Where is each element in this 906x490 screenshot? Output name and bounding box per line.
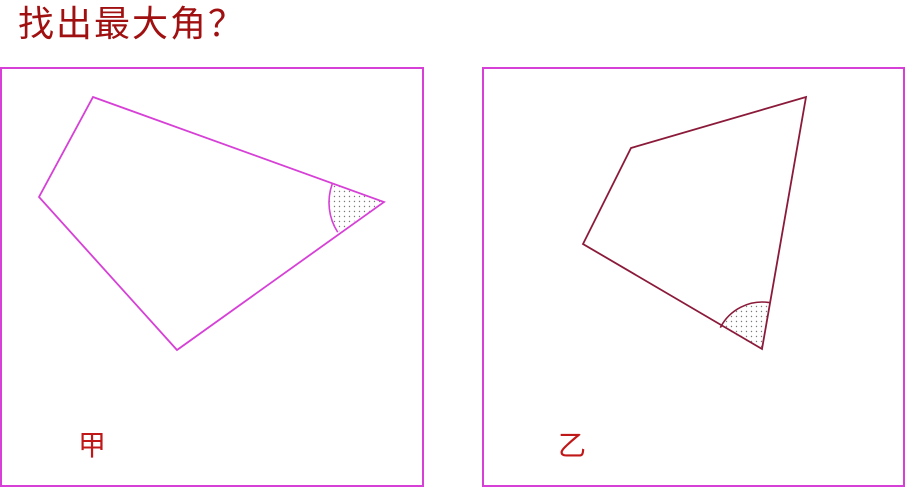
quadrilateral-jia-diagram: [37, 95, 386, 352]
panel-jia: 甲: [0, 67, 424, 487]
quadrilateral-yi: [581, 95, 808, 351]
quadrilateral-jia: [37, 95, 386, 352]
marked-angle-jia: [328, 184, 384, 233]
quadrilateral-yi-diagram: [581, 95, 808, 351]
page-title: 找出最大角？: [18, 4, 247, 45]
marked-angle-yi: [720, 302, 770, 349]
angle-arc-yi: [719, 301, 770, 328]
angle-arc-jia: [328, 183, 339, 233]
panel-yi: 乙: [482, 67, 905, 487]
panel-label-yi: 乙: [558, 429, 587, 462]
panel-label-jia: 甲: [78, 429, 107, 462]
